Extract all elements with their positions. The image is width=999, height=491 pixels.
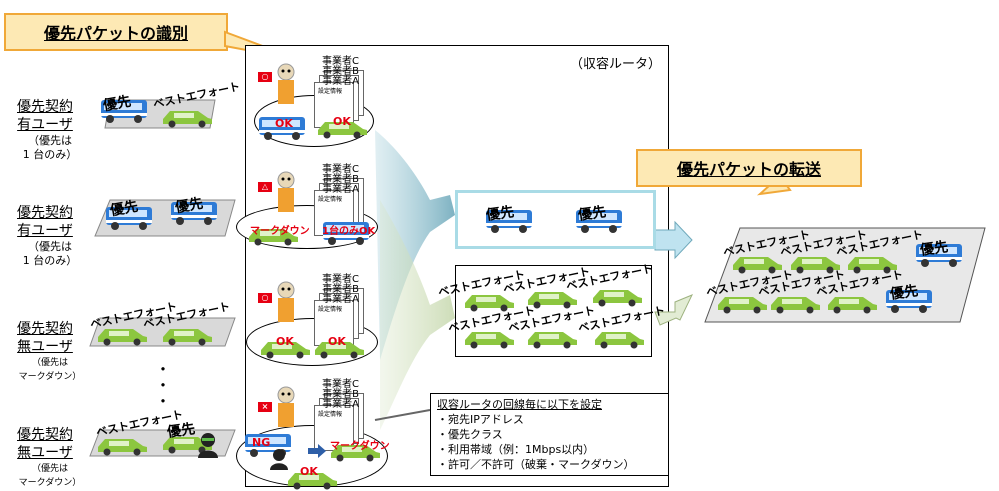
identify-callout: 優先パケットの識別 [4,13,228,51]
car-icon [733,257,782,274]
allow-sign: ○ [258,293,272,303]
car-icon [791,257,840,274]
ok-label: OK [328,335,346,348]
config-item: ・宛先IPアドレス [437,413,524,426]
settings-info-label: 設定情報 [318,196,343,203]
user4-title: 優先契約無ユーザ [17,427,73,461]
config-item: ・許可／不許可（破棄・マークダウン） [437,458,635,471]
car-icon [595,332,644,349]
car-icon [98,439,147,456]
officer-icon [277,171,295,212]
priority-label: 優先 [889,283,920,303]
bus-icon [916,244,962,267]
car-icon [593,290,642,307]
bus-icon [886,290,932,313]
arrow-right-icon [308,444,326,458]
priority-label: 優先 [166,421,197,441]
bus-icon [576,210,622,233]
ok-label: OK [275,117,293,130]
user3-title: 優先契約無ユーザ [17,321,73,355]
hacker-icon [198,433,218,458]
bus-icon [171,202,217,225]
car-icon [315,342,364,359]
car-icon [98,329,147,346]
markdown-label: マークダウン [250,226,310,237]
officer-icon [277,281,295,322]
priority-label: 優先 [577,204,608,224]
priority-label: 優先 [485,204,516,224]
car-icon [465,332,514,349]
car-icon [331,445,380,462]
forward-callout: 優先パケットの転送 [636,149,862,187]
config-box: 収容ルータの回線毎に以下を設定 ・宛先IPアドレス ・優先クラス ・利用帯域（例… [430,393,669,476]
car-icon [528,292,577,309]
forward-callout-text: 優先パケットの転送 [676,160,821,179]
bus-icon [106,207,152,230]
car-icon [718,297,767,314]
arrow-to-output-2 [654,294,694,326]
deny-sign: × [258,402,272,412]
user2-title: 優先契約有ユーザ [17,205,73,239]
partial-sign: △ [258,182,272,192]
settings-info-label: 設定情報 [318,411,343,418]
settings-info-label: 設定情報 [318,306,343,313]
settings-info-label: 設定情報 [318,88,343,95]
ellipsis-dots: ・・・ [155,360,172,411]
ok-label: OK [300,465,318,478]
markdown-label: マークダウン [330,441,390,452]
config-item: ・優先クラス [437,428,503,441]
car-icon [771,297,820,314]
besteffort-funnel [380,200,455,430]
user4-sub: （優先はマークダウン） [18,464,82,488]
bus-icon [323,222,369,245]
bus-icon [486,210,532,233]
ng-label: NG [252,436,271,449]
bus-icon [101,100,147,123]
car-icon [465,295,514,312]
officer-icon [277,386,295,427]
config-pointer [374,409,431,421]
car-icon [828,297,877,314]
bus-icon [259,117,305,140]
user3-sub: （優先はマークダウン） [18,358,82,382]
car-icon [163,329,212,346]
config-title: 収容ルータの回線毎に以下を設定 [437,398,602,411]
router-label: （収容ルータ） [570,57,662,72]
config-item: ・利用帯域（例：1Mbps以内） [437,443,595,456]
car-icon [163,111,212,128]
one-only-ok-label: 1台のみOK [322,226,376,237]
ok-label: OK [333,115,351,128]
car-icon [261,342,310,359]
officer-icon [277,63,295,104]
car-icon [288,473,337,490]
car-icon [163,437,212,454]
car-icon [249,229,298,246]
car-icon [528,332,577,349]
car-icon [848,257,897,274]
identify-callout-text: 優先パケットの識別 [43,24,188,43]
car-icon [318,122,367,139]
arrow-to-output-1 [654,220,693,260]
ok-label: OK [276,335,294,348]
allow-sign: ○ [258,72,272,82]
priority-label: 優先 [919,239,950,259]
hacker-icon [270,449,288,470]
user1-title: 優先契約有ユーザ [17,99,73,133]
